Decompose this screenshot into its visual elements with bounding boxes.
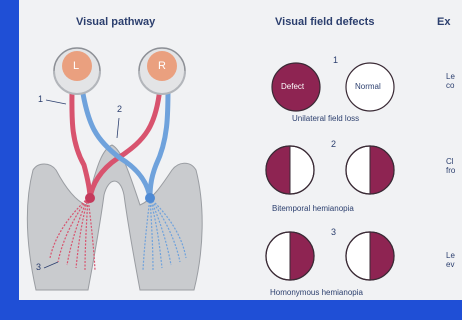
field-number-1: 1 [333, 55, 338, 65]
pathway-label-2: 2 [117, 104, 122, 114]
heading-visual-pathway: Visual pathway [76, 16, 155, 28]
caption-bitemporal: Bitemporal hemianopia [272, 204, 354, 213]
caption-homonymous: Homonymous hemianopia [270, 288, 363, 297]
brain-outline [27, 145, 202, 290]
heading-explanation: Ex [437, 16, 450, 28]
pointer-1 [46, 100, 66, 104]
field-number-2: 2 [331, 139, 336, 149]
right-lgn [145, 193, 155, 203]
explanation-2-line2: fro [446, 166, 455, 175]
right-eye-label: R [158, 60, 166, 72]
pointer-2 [117, 118, 119, 138]
explanation-3-line2: ev [446, 260, 454, 269]
heading-visual-field-defects: Visual field defects [275, 16, 374, 28]
field-number-3: 3 [331, 227, 336, 237]
field-row3 [266, 232, 394, 280]
pathway-label-3: 3 [36, 262, 41, 272]
explanation-2-line1: Cl [446, 157, 454, 166]
left-eye-label: L [73, 60, 79, 72]
pathway-label-1: 1 [38, 94, 43, 104]
normal-label: Normal [355, 82, 381, 91]
left-lgn [85, 193, 95, 203]
explanation-1-line2: co [446, 81, 454, 90]
defect-label: Defect [281, 82, 304, 91]
explanation-1-line1: Le [446, 72, 455, 81]
explanation-3-line1: Le [446, 251, 455, 260]
field-row2 [266, 146, 394, 194]
caption-unilateral: Unilateral field loss [292, 114, 359, 123]
